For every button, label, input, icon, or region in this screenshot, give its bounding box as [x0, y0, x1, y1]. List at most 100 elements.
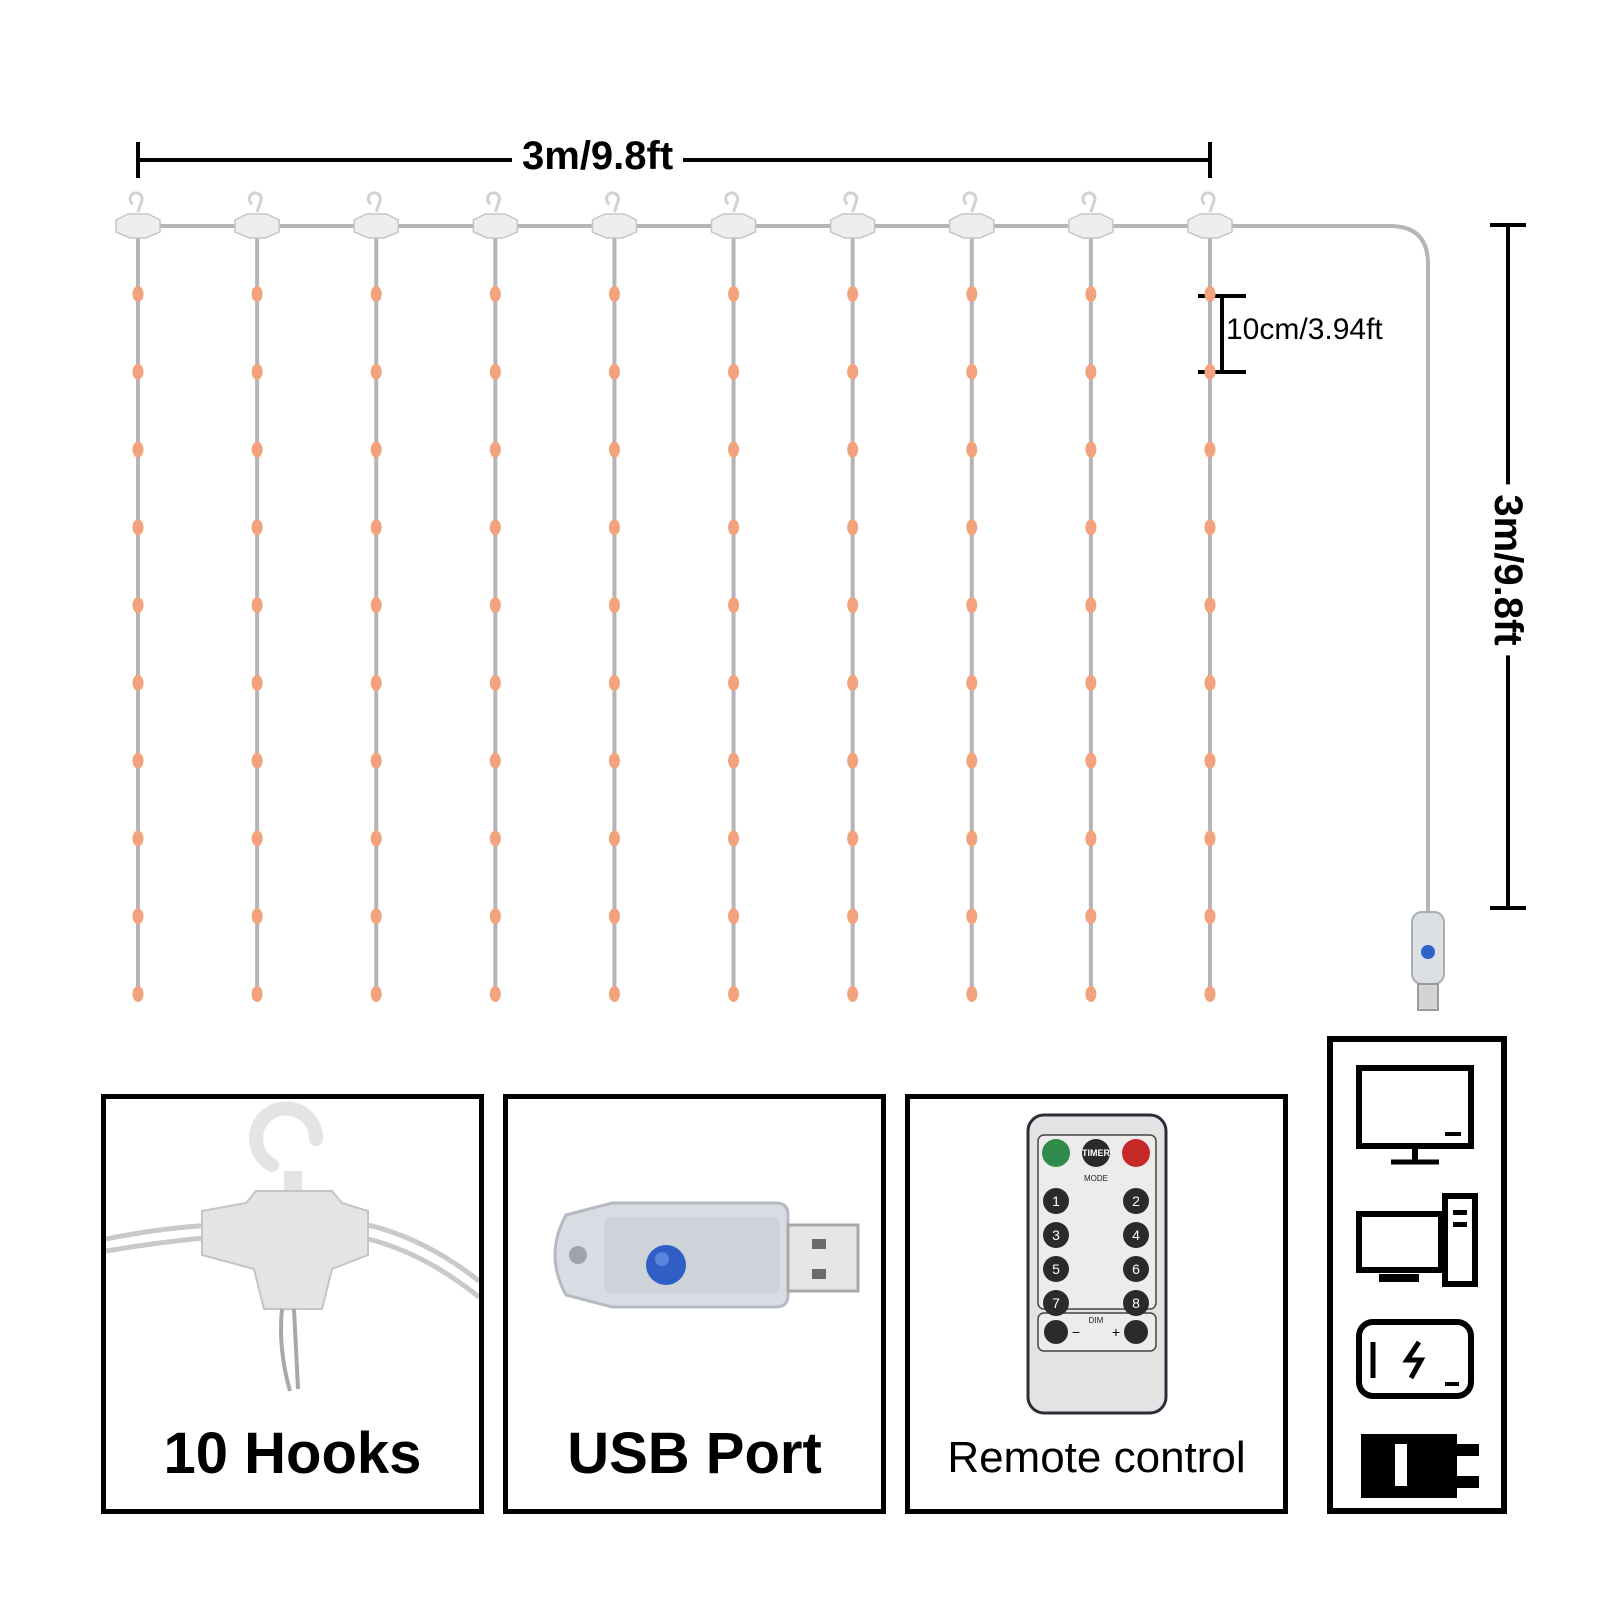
- hook-icon: [1187, 191, 1233, 239]
- remote-number-button: 5: [1043, 1256, 1069, 1282]
- remote-number-label: 5: [1052, 1261, 1060, 1277]
- bulb: [1204, 441, 1216, 458]
- sun-dim-icon: [1044, 1320, 1068, 1344]
- bulb: [728, 908, 740, 925]
- bulb: [251, 752, 263, 769]
- bulb: [1204, 597, 1216, 614]
- bulb: [251, 441, 263, 458]
- remote-mode-label: MODE: [1084, 1174, 1108, 1183]
- hook-icon: [106, 1101, 479, 1392]
- bulb: [728, 752, 740, 769]
- bulb: [966, 908, 978, 925]
- light-strand: [949, 191, 995, 1002]
- bulb: [728, 363, 740, 380]
- bulb: [608, 908, 620, 925]
- height-dimension-label: 3m/9.8ft: [1486, 484, 1530, 656]
- bulb: [608, 363, 620, 380]
- power-sources-icons: [1356, 1065, 1479, 1498]
- hook-icon: [1068, 191, 1114, 239]
- bulb: [608, 752, 620, 769]
- usb-feature-panel: USB Port: [503, 1094, 886, 1514]
- remote-number-label: 2: [1132, 1193, 1140, 1209]
- bulb: [847, 908, 859, 925]
- bulb: [1085, 519, 1097, 536]
- remote-red-button: [1122, 1139, 1150, 1167]
- light-strand: [1187, 191, 1233, 1002]
- bulb: [1085, 830, 1097, 847]
- bulb: [1204, 986, 1216, 1002]
- hook-icon: [115, 191, 161, 239]
- bulb: [847, 674, 859, 691]
- bulb: [608, 597, 620, 614]
- bulb: [728, 830, 740, 847]
- bulb: [489, 674, 501, 691]
- hooks-feature-panel: 10 Hooks: [101, 1094, 484, 1514]
- bulb: [847, 830, 859, 847]
- bulb: [251, 519, 263, 536]
- light-strand: [710, 191, 757, 1002]
- bulb: [847, 363, 859, 380]
- bulb: [847, 597, 859, 614]
- bulb: [1085, 908, 1097, 925]
- bulb: [847, 441, 859, 458]
- light-strand: [591, 191, 638, 1002]
- bulb: [251, 830, 263, 847]
- bulb: [370, 597, 382, 614]
- bulb: [132, 986, 144, 1002]
- power-sources-panel: [1327, 1036, 1507, 1514]
- bulb: [132, 597, 144, 614]
- light-strand: [1068, 191, 1114, 1002]
- bulb: [132, 908, 144, 925]
- bulb: [370, 674, 382, 691]
- remote-number-button: 2: [1123, 1188, 1149, 1214]
- light-strand: [829, 191, 876, 1002]
- bulb: [489, 286, 501, 302]
- bulb: [608, 441, 620, 458]
- bulb: [1204, 752, 1216, 769]
- remote-number-label: 3: [1052, 1227, 1060, 1243]
- bulb: [847, 986, 859, 1002]
- bulb: [966, 441, 978, 458]
- bulb: [1085, 441, 1097, 458]
- bulb: [966, 363, 978, 380]
- bulb: [847, 752, 859, 769]
- remote-number-label: 8: [1132, 1295, 1140, 1311]
- bulb: [370, 752, 382, 769]
- remote-number-button: 6: [1123, 1256, 1149, 1282]
- width-dimension-label: 3m/9.8ft: [512, 134, 684, 178]
- remote-green-button: [1042, 1139, 1070, 1167]
- bulb: [489, 986, 501, 1002]
- bulb: [608, 986, 620, 1002]
- bulb: [1085, 674, 1097, 691]
- bulb: [966, 830, 978, 847]
- sun-bright-icon: [1124, 1320, 1148, 1344]
- remote-timer-label: TIMER: [1082, 1148, 1110, 1158]
- bulb: [608, 286, 620, 302]
- bulb: [1204, 519, 1216, 536]
- hook-icon: [472, 191, 519, 239]
- bulb: [251, 597, 263, 614]
- bulb: [966, 752, 978, 769]
- bulb: [370, 441, 382, 458]
- bulb: [489, 597, 501, 614]
- bulb: [966, 597, 978, 614]
- bulb: [132, 674, 144, 691]
- hook-icon: [234, 191, 280, 239]
- bulb: [1085, 986, 1097, 1002]
- bulb: [1204, 674, 1216, 691]
- curtain-illustration: [115, 142, 1526, 1011]
- bulb: [1085, 752, 1097, 769]
- bulb: [132, 752, 144, 769]
- bulb: [489, 363, 501, 380]
- bulb: [489, 830, 501, 847]
- bulb: [1204, 286, 1216, 302]
- light-strands: [115, 191, 1233, 1002]
- bulb: [728, 597, 740, 614]
- bulb: [132, 519, 144, 536]
- hook-icon: [353, 191, 399, 239]
- monitor-icon: [1356, 1065, 1474, 1165]
- bulb: [1085, 597, 1097, 614]
- bulb: [966, 986, 978, 1002]
